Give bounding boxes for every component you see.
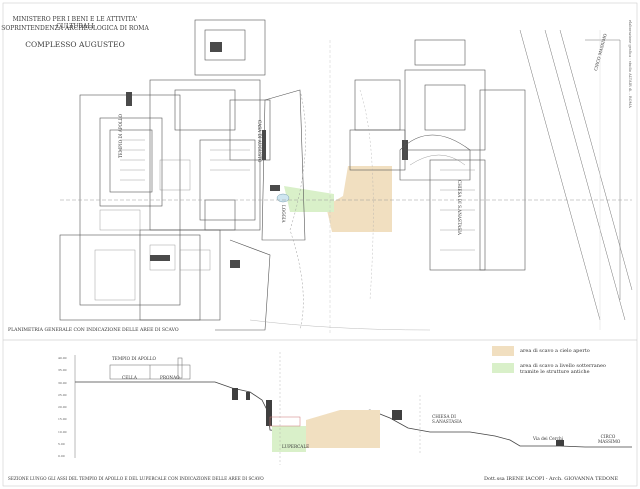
section-open-air-area — [306, 410, 380, 448]
y-tick: 5.00 — [58, 442, 65, 447]
section-caption: SEZIONE LUNGO GLI ASSI DEL TEMPIO DI APO… — [8, 476, 264, 481]
y-tick: 15.00 — [58, 417, 67, 422]
soprintendenza-line: SOPRINTENDENZA ARCHEOLOGICA DI ROMA — [1, 25, 149, 32]
plan-label-loggia: LOGGIA — [281, 205, 286, 223]
section-y-scale: 40.00 35.00 30.00 25.00 20.00 15.00 10.0… — [58, 352, 74, 463]
ministry-line: MINISTERO PER I BENI E LE ATTIVITA' CULT… — [12, 16, 138, 30]
legend-underground-swatch — [492, 363, 514, 373]
page-title: COMPLESSO AUGUSTEO — [25, 40, 125, 49]
side-note: elaborazione grafica : studio ALTAIR di.… — [628, 20, 632, 108]
y-tick: 10.00 — [58, 429, 67, 434]
y-tick: 40.00 — [58, 356, 67, 360]
legend-open-air-swatch — [492, 346, 514, 356]
section-label-chiesa: CHIESA DI S.ANASTASIA — [432, 414, 462, 424]
y-tick: 35.00 — [58, 368, 67, 373]
plan-underground-area — [284, 186, 334, 212]
y-tick: 20.00 — [58, 405, 67, 410]
plan-label-casa-augusto: CASA DI AUGUSTO — [257, 120, 262, 163]
credits: Dott.ssa IRENE IACOPI - Arch. GIOVANNA T… — [484, 476, 619, 482]
legend-underground-label-1: area di scavo a livello sotterraneo — [520, 363, 606, 369]
section-label-circo-massimo: CIRCO MASSIMO — [598, 434, 621, 444]
y-tick: 25.00 — [58, 392, 67, 397]
plan-label-tempio-apollo: TEMPIO DI APOLLO — [118, 114, 123, 158]
plan-caption: PLANIMETRIA GENERALE CON INDICAZIONE DEL… — [8, 328, 179, 333]
section-label-tempio-apollo: TEMPIO DI APOLLO — [112, 356, 156, 361]
plan-open-air-area — [326, 166, 392, 232]
y-tick: 0.00 — [58, 454, 65, 459]
section-underground-area — [272, 426, 306, 452]
legend-open-air-label: area di scavo a cielo aperto — [520, 348, 590, 354]
legend-underground-label-2: tramite le strutture antiche — [520, 369, 590, 375]
section-label-cella: CELLA — [122, 375, 137, 380]
y-tick: 30.00 — [58, 380, 67, 385]
plan-label-chiesa: CHIESA DI S.ANASTASIA — [457, 180, 462, 235]
section-label-lupercale: LUPERCALE — [282, 444, 310, 449]
section-label-via-cerchi: Via dei Cerchi — [533, 436, 564, 441]
section-label-pronao: PRONAO — [160, 375, 180, 380]
